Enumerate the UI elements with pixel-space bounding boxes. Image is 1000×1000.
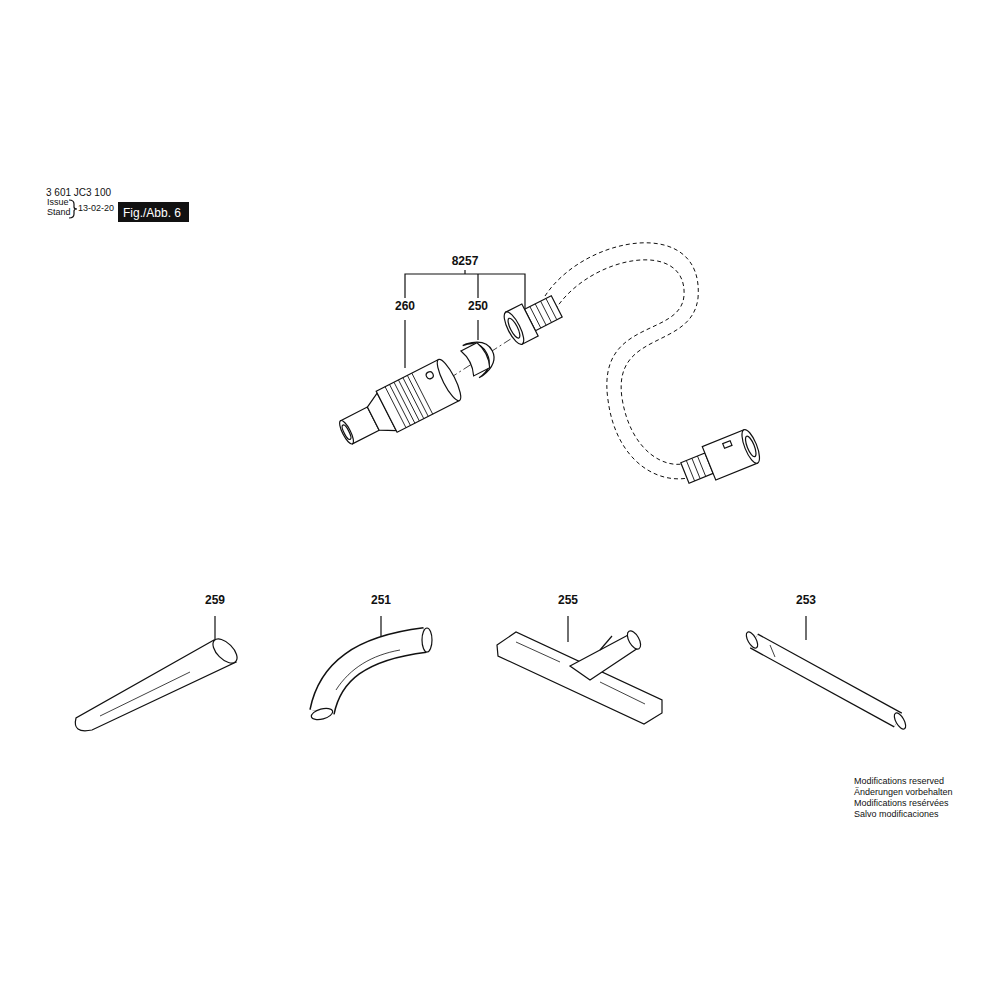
note-text: Modifications reserved — [854, 777, 944, 787]
figure-label: Fig./Abb. 6 — [123, 206, 181, 220]
floor-nozzle — [497, 629, 662, 724]
part-number: 3 601 JC3 100 — [46, 187, 111, 198]
callout-number: 255 — [558, 594, 578, 607]
header-text: Stand — [47, 208, 71, 218]
axis-line — [450, 333, 520, 378]
clip — [459, 335, 500, 380]
callout-number: 251 — [371, 594, 391, 607]
callout-number: 253 — [796, 594, 816, 607]
extension-tube — [744, 630, 908, 731]
crevice-tool — [75, 635, 241, 731]
group-bracket — [405, 270, 525, 312]
hose-connector — [678, 427, 763, 489]
date-text: 13-02-20 — [78, 204, 114, 214]
leader-line — [215, 320, 806, 642]
note-text: Salvo modificaciones — [854, 810, 939, 820]
hose — [545, 243, 698, 479]
nozzle-adapter — [333, 357, 465, 455]
hose-connector — [500, 290, 564, 347]
callout-number: 250 — [468, 300, 488, 313]
figure-tag: Fig./Abb. 6 — [118, 202, 189, 222]
callout-number: 259 — [205, 594, 225, 607]
note-text: Änderungen vorbehalten — [854, 788, 953, 798]
note-text: Modifications resérvées — [854, 799, 949, 809]
callout-number: 260 — [395, 300, 415, 313]
header-text: Issue — [47, 198, 69, 208]
bend-tube — [310, 628, 432, 722]
callout-number: 8257 — [452, 255, 479, 268]
